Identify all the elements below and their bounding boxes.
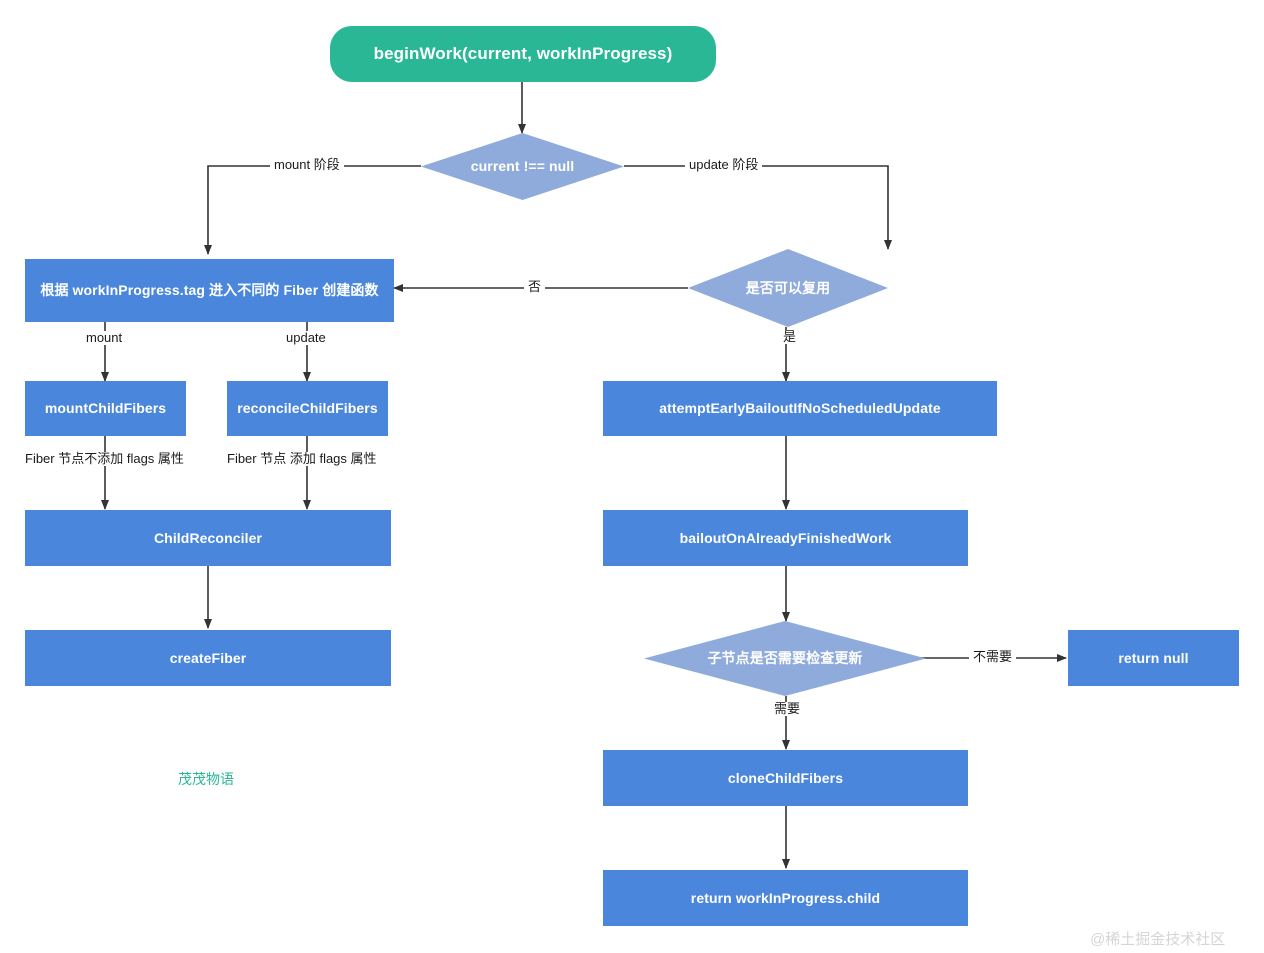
edge-label-no-flags: Fiber 节点不添加 flags 属性 — [21, 451, 188, 467]
node-reconcile-child-fibers[interactable]: reconcileChildFibers — [227, 381, 388, 436]
node-attempt-early-bailout[interactable]: attemptEarlyBailoutIfNoScheduledUpdate — [603, 381, 997, 436]
edge-label-not-needed: 不需要 — [969, 649, 1017, 665]
node-clone-child-fibers[interactable]: cloneChildFibers — [603, 750, 968, 806]
node-create-fiber[interactable]: createFiber — [25, 630, 391, 686]
node-clone-child-fibers-label: cloneChildFibers — [727, 769, 844, 786]
node-reconcile-child-fibers-label: reconcileChildFibers — [237, 400, 378, 417]
node-mount-child-fibers[interactable]: mountChildFibers — [25, 381, 186, 436]
node-decision-can-reuse[interactable]: 是否可以复用 — [688, 249, 888, 327]
node-bailout-on-already-finished[interactable]: bailoutOnAlreadyFinishedWork — [603, 510, 968, 566]
node-enter-fiber-create[interactable]: 根据 workInProgress.tag 进入不同的 Fiber 创建函数 — [25, 259, 394, 322]
node-return-wip-child[interactable]: return workInProgress.child — [603, 870, 968, 926]
node-decision-current-not-null-label: current !== null — [470, 158, 575, 175]
brand-watermark: 茂茂物语 — [178, 771, 234, 787]
node-mount-child-fibers-label: mountChildFibers — [44, 400, 167, 417]
node-create-fiber-label: createFiber — [169, 649, 247, 666]
edge-label-needed: 需要 — [770, 701, 805, 717]
edge-label-mount: mount — [82, 330, 127, 346]
community-watermark: @稀土掘金技术社区 — [1090, 931, 1226, 948]
node-return-wip-child-label: return workInProgress.child — [690, 889, 881, 906]
node-return-null[interactable]: return null — [1068, 630, 1239, 686]
node-attempt-early-bailout-label: attemptEarlyBailoutIfNoScheduledUpdate — [659, 400, 941, 417]
node-child-reconciler-label: ChildReconciler — [153, 529, 263, 546]
edge-label-mount-phase: mount 阶段 — [270, 157, 344, 173]
node-decision-can-reuse-label: 是否可以复用 — [745, 279, 831, 296]
node-bailout-on-already-finished-label: bailoutOnAlreadyFinishedWork — [679, 529, 892, 546]
node-decision-need-check-update[interactable]: 子节点是否需要检查更新 — [644, 621, 926, 696]
node-decision-need-check-update-label: 子节点是否需要检查更新 — [707, 650, 863, 667]
node-decision-current-not-null[interactable]: current !== null — [421, 133, 624, 200]
node-child-reconciler[interactable]: ChildReconciler — [25, 510, 391, 566]
edge-label-with-flags: Fiber 节点 添加 flags 属性 — [223, 451, 381, 467]
edge-label-update-phase: update 阶段 — [685, 157, 763, 173]
node-begin-work[interactable]: beginWork(current, workInProgress) — [330, 26, 716, 82]
edge-label-update: update — [282, 330, 330, 346]
node-enter-fiber-create-label: 根据 workInProgress.tag 进入不同的 Fiber 创建函数 — [40, 282, 379, 299]
edge-label-no: 否 — [524, 279, 546, 295]
edge-label-yes: 是 — [779, 329, 801, 345]
node-return-null-label: return null — [1118, 649, 1189, 666]
node-begin-work-label: beginWork(current, workInProgress) — [373, 43, 673, 63]
